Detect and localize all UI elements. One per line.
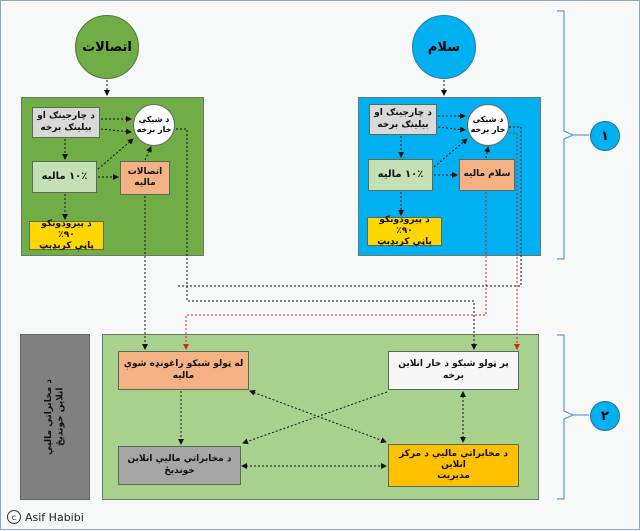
network-monitoring-box: پر ټولو شبکو د خار انلاین برخه (388, 351, 519, 390)
copyright-icon: c (7, 510, 21, 524)
salaam-network-circle: د شبکې خار برخه (467, 104, 509, 146)
level-1-label: ۱ (601, 128, 609, 144)
salaam-credit-box: د پیرودونکو ۹۰٪ پاڼې کرېډېټ (367, 215, 442, 247)
central-database-sidebar: د مخابراتي مالیې انلاین خونديځ (20, 334, 90, 500)
footer-credit: c Asif Habibi (7, 510, 84, 524)
level-2-label: ۲ (601, 408, 609, 424)
salaam-circle: سلام (412, 15, 476, 79)
etisalat-charging-box: د چارجینګ او بیلینګ برخه (32, 107, 100, 138)
salaam-network-label: د شبکې خار برخه (470, 115, 506, 134)
salaam-label: سلام (427, 39, 461, 55)
salaam-finance-box: سلام مالیه (459, 159, 515, 191)
etisalat-finance-box: اتصالات مالیه (120, 161, 170, 195)
tax-center-box: د مخابراتي مالیې د مرکز انلاین مدیریت (388, 444, 519, 487)
etisalat-circle: اتصالات (75, 15, 139, 79)
tax-database-box: د مخابراتي مالیې انلاین خونديځ (118, 446, 241, 485)
etisalat-network-circle: د شبکې خار برخه (133, 104, 175, 146)
etisalat-label: اتصالات (82, 39, 132, 55)
salaam-tax-box: ۱۰٪ مالیه (368, 159, 433, 191)
collected-tax-box: له ټولو شبکو راغونډه شوې مالیه (118, 351, 249, 390)
etisalat-tax-box: ۱۰٪ مالیه (32, 161, 97, 193)
salaam-charging-box: د چارجینګ او بیلینګ برخه (369, 104, 437, 135)
etisalat-credit-box: د پیرودونکو ۹۰٪ پاڼې کرېډېټ (29, 219, 104, 251)
etisalat-network-label: د شبکې خار برخه (136, 115, 172, 134)
level-2-badge: ۲ (590, 401, 620, 431)
author-name: Asif Habibi (25, 510, 84, 524)
level-1-badge: ۱ (590, 121, 620, 151)
